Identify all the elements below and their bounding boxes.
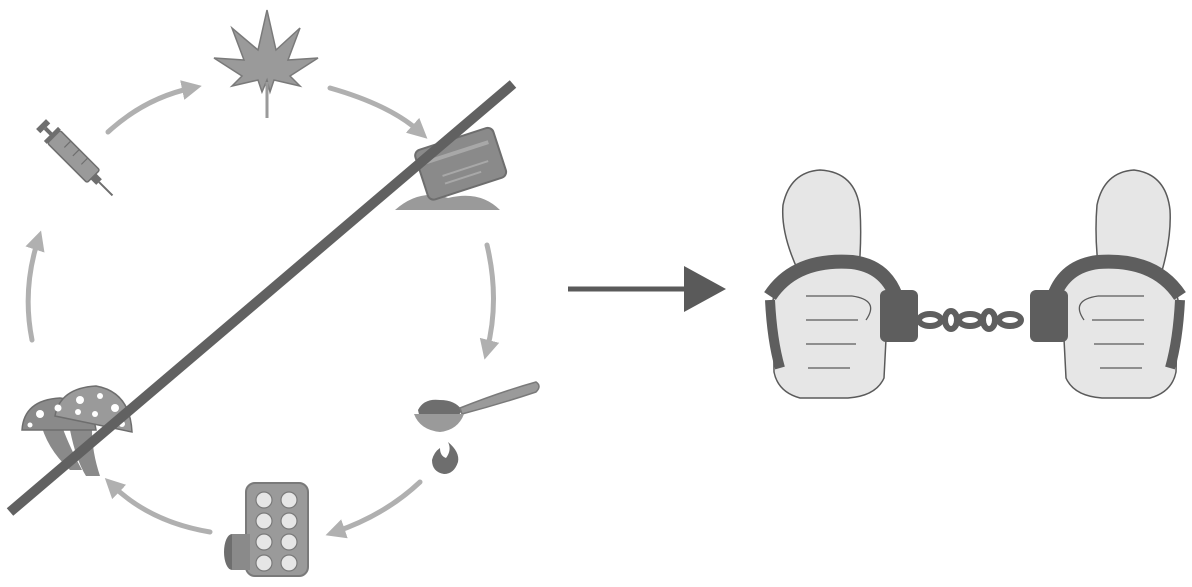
handcuffs-icon: [764, 169, 1186, 399]
mushroom-icon: [21, 385, 133, 476]
arrow-leaf-to-card: [327, 85, 428, 139]
flame-icon: [432, 442, 459, 474]
cycle-arrows: [25, 80, 500, 539]
prohibition-slash: [6, 80, 517, 516]
arrow-pills-to-mushroom: [104, 478, 213, 535]
syringe-icon: [36, 119, 114, 197]
arrow-spoon-to-pills: [325, 479, 423, 539]
arrow-card-to-spoon: [479, 242, 500, 360]
cannabis-leaf-icon: [213, 9, 319, 118]
arrow-syringe-to-leaf: [105, 80, 202, 135]
heroin-spoon-icon: [414, 381, 540, 432]
result-arrow: [568, 266, 726, 312]
left-fist: [764, 169, 918, 399]
handcuff-chain: [916, 308, 1024, 332]
right-fist: [1030, 169, 1186, 399]
arrow-mushroom-to-syringe: [25, 230, 45, 343]
pill-pack-icon: [224, 482, 309, 577]
